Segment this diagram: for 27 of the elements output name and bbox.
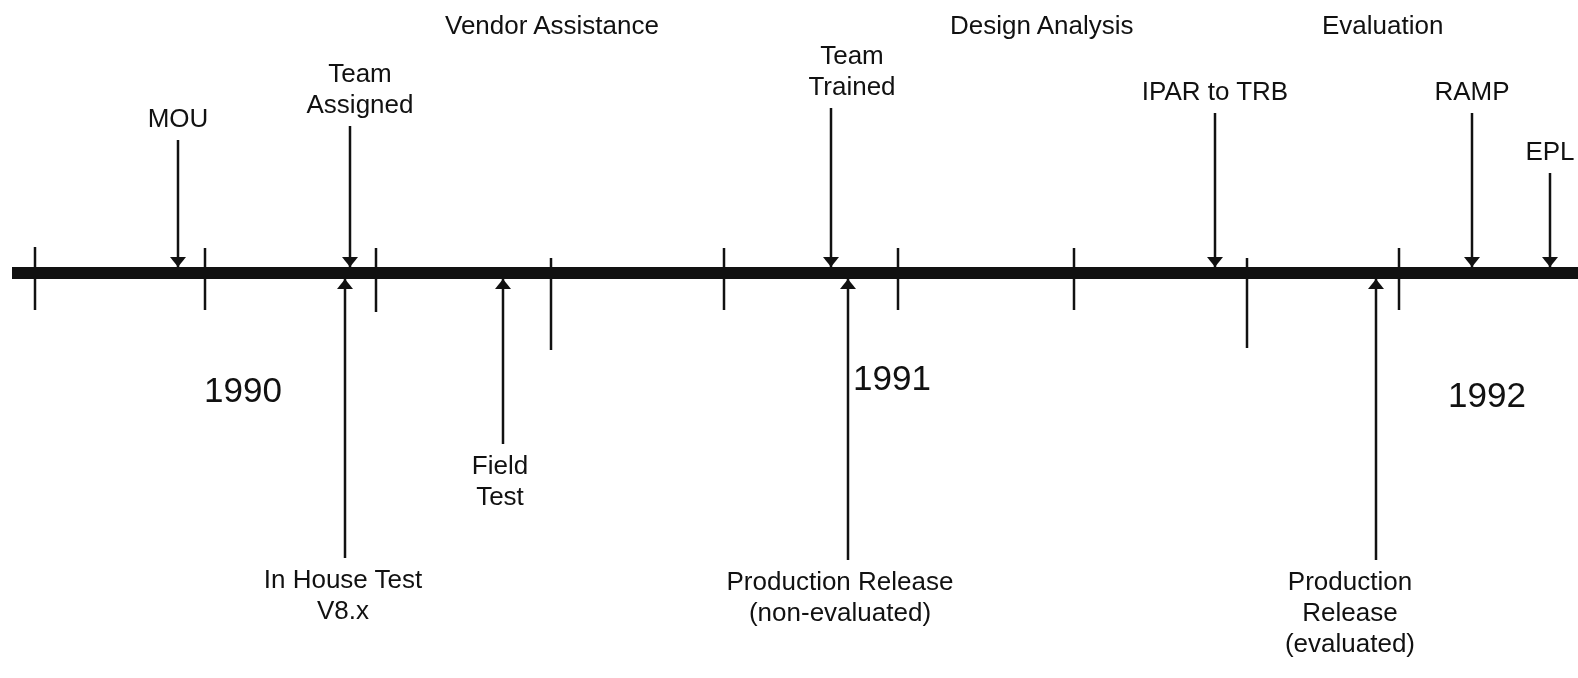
year-label: 1991 xyxy=(853,358,931,398)
year-label: 1990 xyxy=(204,370,282,410)
arrow xyxy=(337,279,353,558)
arrow xyxy=(1542,173,1558,267)
arrow xyxy=(1207,113,1223,267)
event-label: In House Test V8.x xyxy=(248,564,438,626)
event-label: Field Test xyxy=(445,450,555,512)
year-label: 1992 xyxy=(1448,375,1526,415)
arrow xyxy=(495,279,511,444)
phase-heading: Evaluation xyxy=(1322,10,1444,41)
arrow xyxy=(1464,113,1480,267)
event-label: EPL xyxy=(1522,136,1578,167)
event-label: Team Trained xyxy=(782,40,922,102)
phase-heading: Design Analysis xyxy=(950,10,1134,41)
arrow xyxy=(342,126,358,267)
event-label: Production Release (non-evaluated) xyxy=(725,566,955,628)
phase-heading: Vendor Assistance xyxy=(445,10,659,41)
arrow xyxy=(840,279,856,560)
event-label: Production Release (evaluated) xyxy=(1250,566,1450,659)
event-label: MOU xyxy=(128,103,228,134)
event-label: Team Assigned xyxy=(280,58,440,120)
event-label: IPAR to TRB xyxy=(1115,76,1315,107)
timeline-bar xyxy=(12,267,1578,279)
arrow xyxy=(170,140,186,267)
arrow xyxy=(823,108,839,267)
arrow xyxy=(1368,279,1384,560)
event-label: RAMP xyxy=(1422,76,1522,107)
